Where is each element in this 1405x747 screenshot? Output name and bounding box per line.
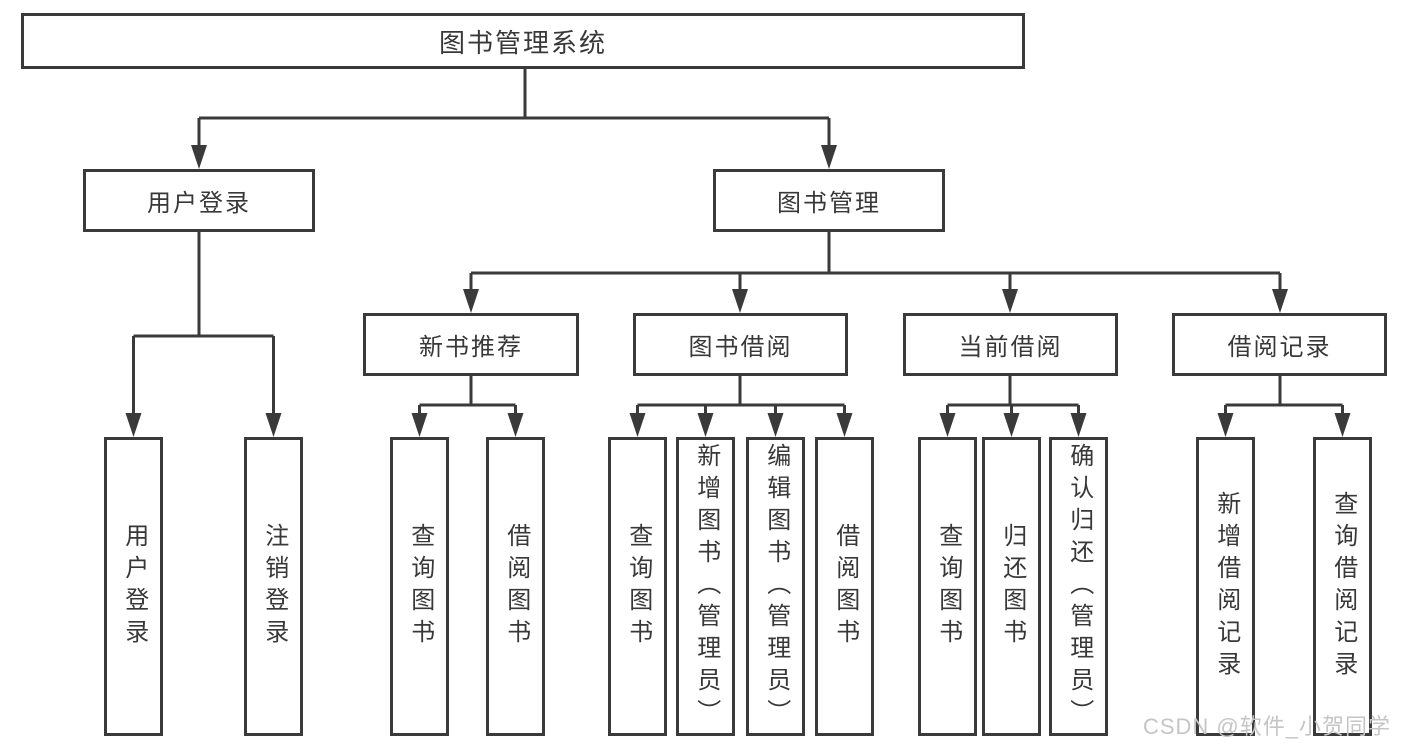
arrowheads	[125, 145, 1351, 437]
csdn-watermark: CSDN @软件_小贺同学	[1142, 714, 1391, 739]
leaf-query-books-current: 查询图书	[918, 437, 977, 736]
node-root-library-system: 图书管理系统	[21, 13, 1025, 69]
node-book-management: 图书管理	[713, 169, 945, 232]
arrow-down-icon	[767, 413, 784, 437]
leaf-return-book: 归还图书	[982, 437, 1041, 736]
arrow-down-icon	[1272, 289, 1288, 313]
leaf-add-book-admin: 新增图书（管理员）	[676, 437, 735, 736]
arrow-down-icon	[265, 413, 282, 437]
arrow-down-icon	[463, 289, 479, 313]
leaf-user-login: 用户登录	[104, 437, 163, 736]
leaf-add-borrow-record: 新增借阅记录	[1196, 437, 1255, 736]
arrow-down-icon	[125, 413, 142, 437]
node-user-login: 用户登录	[83, 169, 315, 232]
node-borrowing-records: 借阅记录	[1172, 313, 1387, 376]
leaf-borrow-books: 借阅图书	[815, 437, 874, 736]
connector-user-login	[132, 232, 275, 418]
leaf-query-books-recommend: 查询图书	[390, 437, 449, 736]
arrow-down-icon	[1002, 289, 1018, 313]
leaf-edit-book-admin: 编辑图书（管理员）	[746, 437, 805, 736]
arrow-down-icon	[411, 413, 428, 437]
leaf-borrow-books-recommend: 借阅图书	[486, 437, 545, 736]
connector-root	[197, 69, 831, 150]
arrow-down-icon	[821, 145, 837, 169]
leaf-confirm-return-admin: 确认归还（管理员）	[1049, 437, 1108, 736]
leaf-query-books-borrowing: 查询图书	[608, 437, 667, 736]
arrow-down-icon	[697, 413, 714, 437]
arrow-down-icon	[1070, 413, 1087, 437]
leaf-query-borrow-record: 查询借阅记录	[1313, 437, 1372, 736]
node-current-borrowing: 当前借阅	[903, 313, 1118, 376]
arrow-down-icon	[1217, 413, 1234, 437]
arrow-down-icon	[191, 145, 207, 169]
arrow-down-icon	[629, 413, 646, 437]
node-book-borrowing: 图书借阅	[633, 313, 848, 376]
connector-current-borrow	[946, 376, 1080, 418]
arrow-down-icon	[1334, 413, 1351, 437]
leaf-logout: 注销登录	[244, 437, 303, 736]
arrow-down-icon	[732, 289, 748, 313]
connector-new-book	[418, 376, 517, 418]
arrow-down-icon	[939, 413, 956, 437]
connector-book-borrow	[636, 376, 846, 418]
arrow-down-icon	[836, 413, 853, 437]
arrow-down-icon	[1003, 413, 1020, 437]
node-new-book-recommendation: 新书推荐	[363, 313, 579, 376]
connector-borrow-records	[1224, 376, 1344, 418]
connector-book-mgmt	[469, 232, 1282, 294]
arrow-down-icon	[507, 413, 524, 437]
